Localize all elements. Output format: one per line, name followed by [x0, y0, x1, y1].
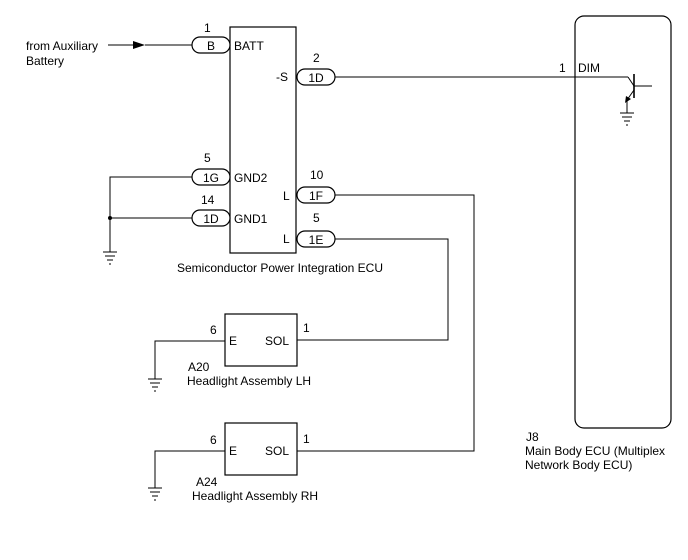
pin-gnd2-label: GND2 [234, 171, 268, 185]
main-body-ecu-pin-number: 1 [559, 61, 566, 75]
connector-batt-code: B [207, 39, 215, 53]
connector-batt [191, 36, 231, 54]
connector-gnd1-code: 1D [203, 212, 219, 226]
l-bot-to-lh-wire [297, 238, 449, 341]
headlight-rh-name: Headlight Assembly RH [192, 489, 318, 503]
pin-l-top-number: 10 [310, 168, 324, 182]
pin-batt-label: BATT [234, 39, 264, 53]
main-body-ecu-name-line1: Main Body ECU (Multiplex [525, 444, 665, 458]
headlight-rh-box [224, 422, 298, 476]
ground-icon [103, 251, 117, 265]
headlight-lh-e-number: 6 [210, 323, 217, 337]
pin-l-bot-label: L [283, 232, 290, 246]
source-label-line2: Battery [26, 54, 64, 68]
headlight-lh-e-label: E [229, 334, 237, 348]
pin-s-number: 2 [313, 51, 320, 65]
connector-s-code: 1D [308, 71, 324, 85]
pin-gnd1-label: GND1 [234, 212, 268, 226]
arrow-right-icon [133, 41, 145, 49]
pin-s-label: -S [276, 70, 288, 84]
pin-batt-number: 1 [204, 21, 211, 35]
main-body-ecu-name-line2: Network Body ECU) [525, 458, 632, 472]
headlight-rh-e-label: E [229, 444, 237, 458]
headlight-rh-e-number: 6 [210, 433, 217, 447]
headlight-lh-sol-number: 1 [303, 321, 310, 335]
transistor-icon [575, 74, 652, 113]
power-integration-ecu-name: Semiconductor Power Integration ECU [177, 261, 383, 275]
headlight-rh-sol-label: SOL [265, 444, 289, 458]
headlight-lh-box [224, 313, 298, 367]
source-label-line1: from Auxiliary [26, 39, 98, 53]
ground-icon [620, 112, 634, 126]
connector-gnd2-code: 1G [203, 171, 219, 185]
headlight-lh-name: Headlight Assembly LH [187, 374, 311, 388]
main-body-ecu-id: J8 [526, 430, 539, 444]
gnd2-wire [109, 176, 192, 252]
power-integration-ecu-box [229, 26, 297, 254]
connector-l-bot-code: 1E [309, 233, 324, 247]
ground-junction-dot [108, 216, 112, 220]
headlight-rh-sol-number: 1 [303, 432, 310, 446]
pin-l-top-label: L [283, 189, 290, 203]
headlight-lh-id: A20 [188, 360, 210, 374]
pin-gnd2-number: 5 [204, 151, 211, 165]
headlight-lh-ground-wire [154, 340, 225, 379]
main-body-ecu-pin-label: DIM [578, 61, 600, 75]
headlight-lh-sol-label: SOL [265, 334, 289, 348]
main-body-ecu-box [574, 15, 672, 429]
ground-icon [148, 487, 162, 501]
pin-l-bot-number: 5 [313, 211, 320, 225]
ground-icon [148, 378, 162, 392]
pin-gnd1-number: 14 [201, 193, 215, 207]
l-top-to-rh-wire [297, 194, 475, 452]
connector-l-top-code: 1F [309, 189, 323, 203]
headlight-rh-id: A24 [196, 475, 218, 489]
headlight-rh-ground-wire [154, 450, 225, 488]
